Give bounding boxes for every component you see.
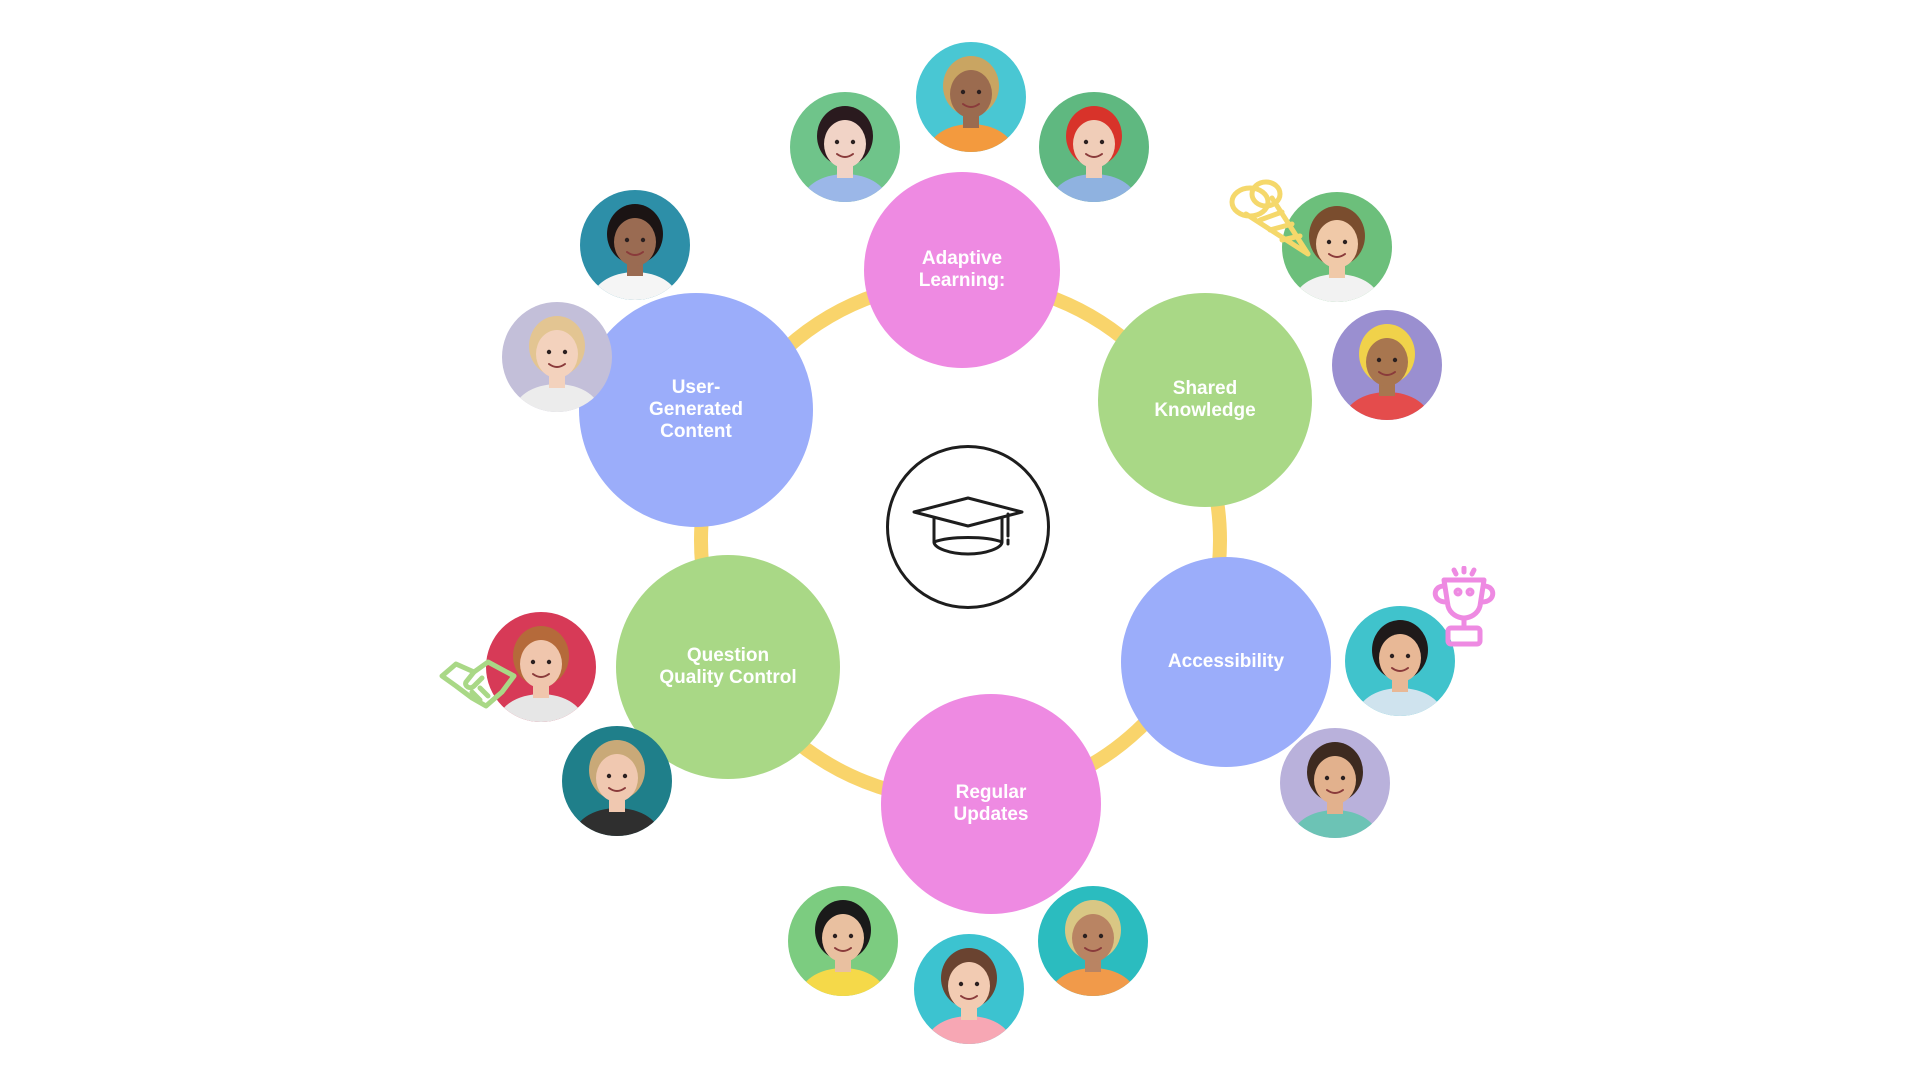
- trophy-icon: [1426, 565, 1502, 657]
- portrait-illustration: [1280, 728, 1390, 838]
- avatar-smiling-man: [562, 726, 672, 836]
- center-hub: [886, 445, 1050, 609]
- node-shared-knowledge: Shared Knowledge: [1098, 293, 1312, 507]
- avatar-short-dark-hair: [788, 886, 898, 996]
- avatar-bearded-man: [1280, 728, 1390, 838]
- portrait-illustration: [1345, 606, 1455, 716]
- avatar-curly-blond: [916, 42, 1026, 152]
- node-label: Adaptive Learning:: [918, 248, 1006, 291]
- node-accessibility: Accessibility: [1121, 557, 1331, 767]
- portrait-illustration: [486, 612, 596, 722]
- portrait-illustration: [914, 934, 1024, 1044]
- node-question-quality-control: Question Quality Control: [616, 555, 840, 779]
- portrait-illustration: [580, 190, 690, 300]
- ice-cream-cone-icon: [1220, 174, 1320, 269]
- graduation-cap-icon: [912, 496, 1024, 556]
- node-label: User- Generated Content: [649, 377, 743, 442]
- avatar-bleached-hair: [1038, 886, 1148, 996]
- node-adaptive-learning: Adaptive Learning:: [864, 172, 1060, 368]
- avatar-smiling-woman: [1345, 606, 1455, 716]
- portrait-illustration: [1039, 92, 1149, 202]
- portrait-illustration: [916, 42, 1026, 152]
- portrait-illustration: [788, 886, 898, 996]
- avatar-yellow-cap: [1332, 310, 1442, 420]
- node-user-generated-content: User- Generated Content: [579, 293, 813, 527]
- portrait-illustration: [1038, 886, 1148, 996]
- handshake-icon: [436, 646, 520, 723]
- avatar-hoop-earrings: [580, 190, 690, 300]
- node-label: Regular Updates: [953, 782, 1029, 825]
- avatar-red-hair: [790, 92, 900, 202]
- portrait-illustration: [502, 302, 612, 412]
- node-regular-updates: Regular Updates: [881, 694, 1101, 914]
- avatar-red-beret: [1039, 92, 1149, 202]
- node-label: Shared Knowledge: [1154, 378, 1256, 421]
- portrait-illustration: [562, 726, 672, 836]
- avatar-woman-pink: [914, 934, 1024, 1044]
- node-label: Accessibility: [1167, 651, 1285, 672]
- avatar-red-bg-man: [486, 612, 596, 722]
- avatar-laughing-woman: [502, 302, 612, 412]
- portrait-illustration: [1332, 310, 1442, 420]
- node-label: Question Quality Control: [659, 645, 797, 688]
- portrait-illustration: [790, 92, 900, 202]
